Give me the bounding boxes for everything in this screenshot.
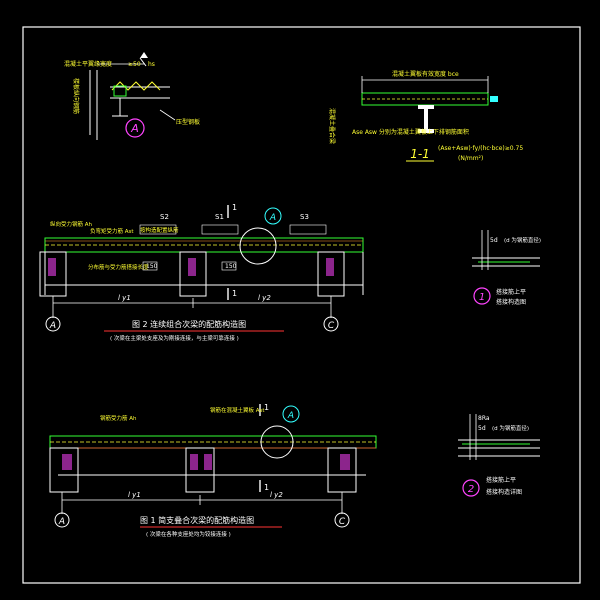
- fig1-axis-c: C: [339, 517, 346, 527]
- fig1-label-rebar: 钢筋受力筋 Ah: [100, 414, 137, 422]
- detail-2-side: 8Ra: [478, 415, 490, 422]
- detail-1-caption-2: 搭接构造图: [496, 298, 526, 306]
- fig2-axis-a: A: [49, 321, 56, 331]
- fig2-label-top: 负弯矩受力筋 Ast: [90, 227, 134, 235]
- fig2-label-stud: 分布筋与受力筋搭接长度: [88, 263, 149, 271]
- fig2-axis-c: C: [328, 321, 335, 331]
- fig1-span-1: l y1: [128, 491, 141, 499]
- fig1-support-a: [49, 447, 79, 493]
- fig2-caption: 图 2 连续组合次梁的配筋构造图: [132, 319, 246, 329]
- fig2-s3: S3: [300, 213, 309, 221]
- fig1-support-b1: [185, 447, 215, 493]
- fig2-s2: S2: [160, 213, 169, 221]
- fig2-note: ( 次梁在主梁处支座及为刚接连接，与主梁可靠连接 ): [110, 334, 239, 342]
- fig2-span-2: l y2: [258, 294, 271, 302]
- detail-1-note: (d 为钢筋直径): [504, 236, 541, 244]
- detail-1: 5d (d 为钢筋直径) 1 搭接筋上平 搭接构造图: [472, 230, 541, 306]
- detail-2-dim: 5d: [478, 425, 486, 432]
- fig1-span-2: l y2: [270, 491, 283, 499]
- fig2-section-mark-top: 1: [232, 203, 237, 212]
- fig1-zoom-circle: [260, 425, 294, 459]
- section-1-1-side-label: 混凝土叠合梁: [328, 108, 336, 144]
- sheet-frame: [22, 26, 581, 584]
- detail-2-caption-1: 搭接筋上平: [486, 476, 516, 484]
- detail-2: 8Ra 5d (d 为钢筋直径) 2 搭接筋上平 搭接构造详图: [458, 414, 540, 497]
- section-1-1-unit: (N/mm²): [458, 155, 483, 162]
- fig2-span-1: l y1: [118, 294, 131, 302]
- section-1-1-formula: (Ase+Asw)·fy/(hc·bce)≥0.75: [438, 145, 523, 152]
- fig1-axis-a: A: [58, 517, 65, 527]
- detail-a-hs: hs: [148, 61, 155, 68]
- detail-a-marker-circle: [125, 118, 145, 138]
- detail-a-label-left: 混凝土平翼缘宽度: [64, 60, 112, 68]
- fig1-label-top: 钢筋在混凝土翼板 Ast: [210, 406, 265, 414]
- fig1-section-mark-bottom: 1: [264, 483, 269, 492]
- svg-text:A: A: [287, 411, 294, 421]
- detail-1-caption-1: 搭接筋上平: [496, 288, 526, 296]
- fig2-zoom-circle: [239, 227, 277, 265]
- fig2-section-mark-bottom: 1: [232, 289, 237, 298]
- fig2-label-mid: 按构造配置纵筋: [140, 226, 179, 234]
- detail-a-marker: A: [130, 122, 139, 135]
- figure-2: A 1 1 S2 S1 S3 150 150 纵向受力钢筋 Ah 负弯矩受力筋 …: [39, 203, 364, 342]
- section-1-1-label-top: 混凝土翼板有效宽度 bce: [392, 70, 459, 78]
- detail-a-label-right: 压型钢板: [176, 118, 200, 126]
- figure-1: A 1 1 钢筋受力筋 Ah 钢筋在混凝土翼板 Ast l y1 l y2 A …: [49, 403, 377, 538]
- section-1-1: 混凝土翼板有效宽度 bce Ase Asw 分别为混凝土翼板上下排钢筋面积 (A…: [328, 70, 523, 162]
- fig2-label-rebar: 纵向受力钢筋 Ah: [50, 220, 93, 228]
- detail-a-dim: ≥50: [128, 61, 141, 68]
- section-1-1-note: Ase Asw 分别为混凝土翼板上下排钢筋面积: [352, 128, 469, 136]
- fig2-support-b: [179, 251, 207, 297]
- detail-1-marker: 1: [479, 292, 485, 303]
- detail-a: 混凝土平翼缘宽度 ≥50 hs 压型钢板 楼板纵向钢筋 A: [64, 52, 200, 140]
- fig1-note: ( 次梁在各种支座处均为铰接连接 ): [146, 530, 231, 538]
- fig2-s1: S1: [215, 213, 224, 221]
- svg-text:A: A: [269, 213, 276, 223]
- fig1-section-mark-top: 1: [264, 403, 269, 412]
- section-1-1-marker: 1-1: [410, 147, 430, 161]
- detail-2-caption-2: 搭接构造详图: [486, 488, 522, 496]
- detail-1-dim: 5d: [490, 237, 498, 244]
- fig2-dim-150-b: 150: [225, 263, 237, 270]
- svg-text:楼板纵向钢筋: 楼板纵向钢筋: [72, 78, 80, 114]
- fig1-caption: 图 1 简支叠合次梁的配筋构造图: [140, 515, 254, 525]
- detail-2-note: (d 为钢筋直径): [492, 424, 529, 432]
- fig2-dim-150-a: 150: [146, 263, 158, 270]
- detail-2-marker: 2: [468, 484, 474, 495]
